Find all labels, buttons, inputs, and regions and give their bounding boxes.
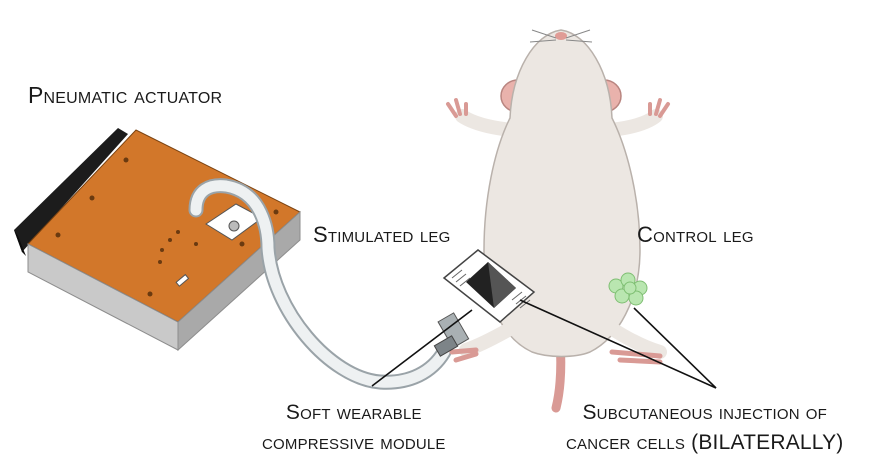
- control-leg-label: Control leg: [637, 222, 754, 248]
- pneumatic-actuator-illustration: [14, 128, 300, 350]
- injection-label-line1: Subcutaneous injection of: [566, 398, 844, 428]
- compressive-module-label-line1: Soft wearable: [262, 398, 446, 428]
- stimulated-leg-label: Stimulated leg: [313, 222, 451, 248]
- injection-label-line2: cancer cells (BILATERALLY): [566, 428, 844, 458]
- pneumatic-actuator-label: Pneumatic actuator: [28, 82, 222, 109]
- injection-label: Subcutaneous injection of cancer cells (…: [566, 398, 844, 458]
- compressive-module-label-line2: compressive module: [262, 428, 446, 458]
- compressive-module-label: Soft wearable compressive module: [262, 398, 446, 458]
